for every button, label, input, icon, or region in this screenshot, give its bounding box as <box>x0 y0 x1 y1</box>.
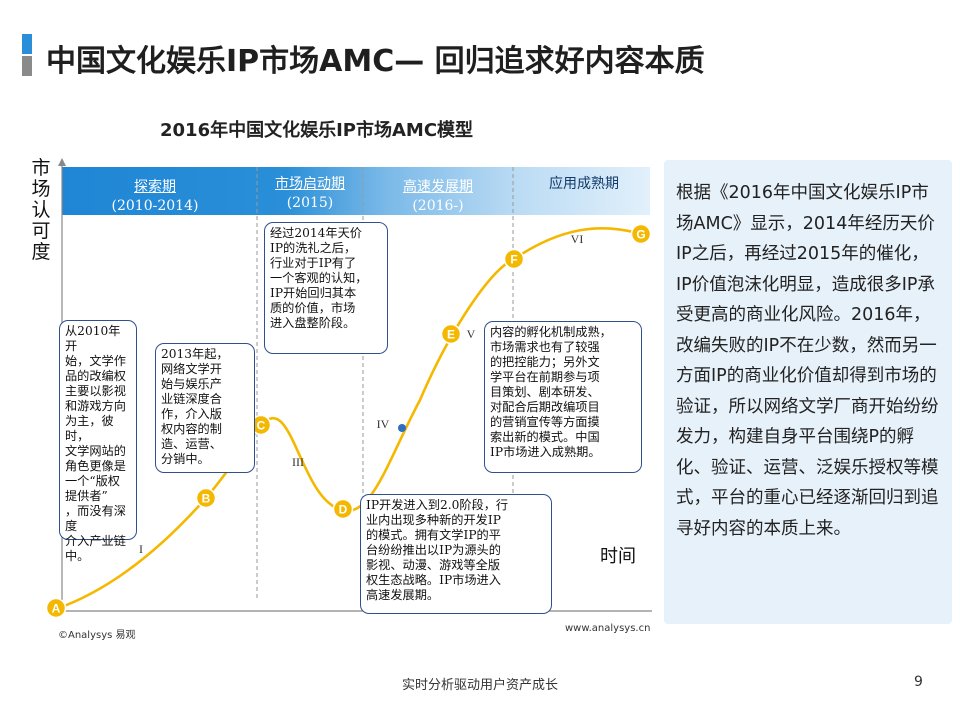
stage-point-label: G <box>636 228 645 242</box>
y-axis-label: 市场认可度 <box>31 157 51 263</box>
segment-roman-label: IV <box>377 417 390 431</box>
stage-point-label: D <box>339 503 348 517</box>
callout-bubble: 2013年起， 网络文学开 始与娱乐产 业链深度合 作，介入版 权内容的制 造、… <box>155 343 255 473</box>
stage-point-label: C <box>257 419 266 433</box>
stage-point-marker <box>195 487 217 509</box>
stage-point-label: A <box>52 602 61 616</box>
callout-bubble: 内容的孵化机制成熟， 市场需求也有了较强 的把控能力；另外文 学平台在前期参与项… <box>484 321 642 473</box>
stage-point-marker <box>630 223 652 245</box>
stage-years: (2015) <box>286 195 334 211</box>
stage-label: 应用成熟期 <box>526 173 642 193</box>
stage-label: 探索期 (2010-2014) <box>100 176 210 214</box>
footer-slogan: 实时分析驱动用户资产成长 <box>401 678 558 693</box>
website-url: www.analysys.cn <box>565 623 651 634</box>
stage-point-marker <box>503 248 525 270</box>
callout-bubble: IP开发进入到2.0阶段，行 业内出现多种新的开发IP 的模式。拥有文学IP的平… <box>360 494 552 614</box>
callout-bubble: 从2010年开 始，文学作 品的改编权 主要以影视 和游戏方向 为主，彼时， 文… <box>59 320 137 563</box>
x-axis-label: 时间 <box>600 546 636 567</box>
y-axis-arrow <box>58 158 66 166</box>
source-label: ©Analysys 易观 <box>58 630 136 641</box>
stage-point-label: F <box>510 253 517 267</box>
callout-bubble: 经过2014年天价 IP的洗礼之后， 行业对于IP有了 一个客观的认知， IP开… <box>264 222 388 354</box>
stage-years: (2010-2014) <box>111 198 199 214</box>
chart-title: 2016年中国文化娱乐IP市场AMC模型 <box>160 120 474 141</box>
stage-years: (2016-) <box>412 198 464 214</box>
stage-name: 高速发展期 <box>403 179 473 195</box>
marker-dot <box>398 424 406 432</box>
page-number: 9 <box>914 674 923 690</box>
title-accent-bar <box>22 34 32 76</box>
segment-roman-label: VI <box>571 232 584 246</box>
page-title: 中国文化娱乐IP市场AMC— 回归追求好内容本质 <box>46 44 705 79</box>
side-description: 根据《2016年中国文化娱乐IP市场AMC》显示，2014年经历天价IP之后，再… <box>664 160 952 624</box>
stage-point-label: E <box>447 328 455 342</box>
segment-roman-label: I <box>139 542 143 556</box>
phase-band <box>62 167 650 215</box>
accent-gray-block <box>22 56 32 76</box>
stage-label: 高速发展期 (2016-) <box>378 176 498 214</box>
stage-label: 市场启动期 (2015) <box>257 173 363 211</box>
segment-roman-label: III <box>292 455 304 469</box>
stage-name: 应用成熟期 <box>549 176 619 192</box>
stage-name: 探索期 <box>134 179 176 195</box>
segment-roman-label: V <box>467 327 476 341</box>
stage-point-marker <box>440 323 462 345</box>
accent-blue-block <box>22 34 32 54</box>
stage-point-label: B <box>202 492 211 506</box>
stage-point-marker <box>332 498 354 520</box>
stage-name: 市场启动期 <box>275 176 345 192</box>
stage-point-marker <box>45 597 67 619</box>
